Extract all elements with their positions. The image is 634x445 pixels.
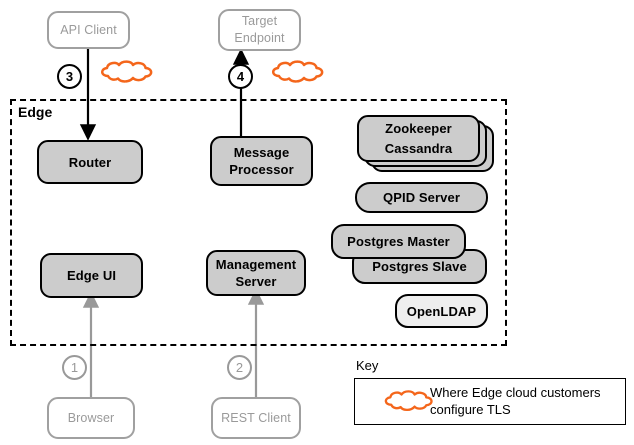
step-circle-1-label: 1 [70, 360, 79, 375]
cloud-icon-step-4 [272, 60, 324, 83]
node-router[interactable]: Router [37, 140, 143, 184]
step-circle-3[interactable]: 3 [57, 64, 82, 89]
step-circle-2-label: 2 [235, 360, 244, 375]
node-postgres-master-label: Postgres Master [347, 234, 450, 249]
node-message-processor-label: Message Processor [229, 145, 294, 177]
node-zookeeper-label: Zookeeper [385, 121, 452, 136]
node-openldap-label: OpenLDAP [406, 303, 477, 319]
step-circle-4[interactable]: 4 [228, 64, 253, 89]
node-postgres-slave-label: Postgres Slave [372, 259, 467, 274]
step-circle-4-label: 4 [236, 69, 245, 84]
node-management-server-label: Management Server [215, 257, 297, 289]
node-cassandra-label: Cassandra [384, 141, 453, 156]
node-api-client-label: API Client [60, 22, 117, 37]
node-message-processor[interactable]: Message Processor [210, 136, 313, 186]
node-qpid-server[interactable]: QPID Server [355, 182, 488, 213]
node-edge-ui[interactable]: Edge UI [40, 253, 143, 298]
node-browser-label: Browser [67, 410, 115, 425]
node-zookeeper-cassandra[interactable]: Zookeeper Cassandra [357, 115, 480, 162]
node-api-client[interactable]: API Client [47, 11, 130, 49]
key-box [354, 378, 626, 425]
node-rest-client[interactable]: REST Client [211, 397, 301, 439]
step-circle-2[interactable]: 2 [227, 355, 252, 380]
key-legend-text: Where Edge cloud customers configure TLS [430, 385, 601, 417]
node-router-label: Router [68, 154, 112, 170]
node-rest-client-label: REST Client [221, 410, 291, 425]
key-title: Key [356, 358, 379, 373]
step-circle-3-label: 3 [65, 69, 74, 84]
node-postgres-master[interactable]: Postgres Master [331, 224, 466, 259]
edge-boundary-label: Edge [18, 104, 53, 120]
node-browser[interactable]: Browser [47, 397, 135, 439]
edge-boundary [10, 99, 507, 346]
node-target-endpoint[interactable]: Target Endpoint [218, 9, 301, 51]
node-management-server[interactable]: Management Server [206, 250, 306, 296]
node-qpid-server-label: QPID Server [383, 190, 460, 205]
cloud-icon-step-3 [101, 60, 153, 83]
node-edge-ui-label: Edge UI [66, 268, 117, 283]
node-target-endpoint-label: Target Endpoint [234, 14, 285, 45]
step-circle-1[interactable]: 1 [62, 355, 87, 380]
node-openldap[interactable]: OpenLDAP [395, 294, 488, 328]
